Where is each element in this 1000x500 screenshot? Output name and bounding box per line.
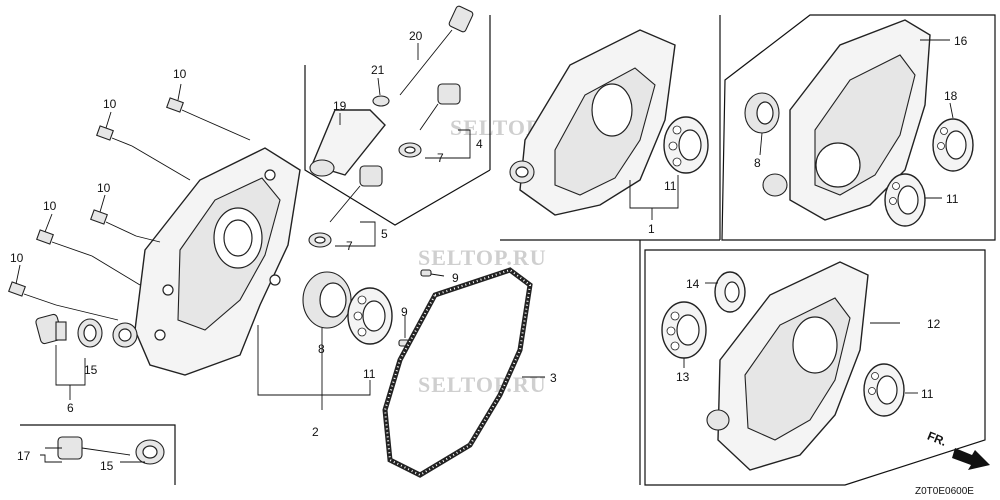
- callout-number: 9: [401, 305, 408, 319]
- callout-number: 13: [676, 370, 690, 384]
- watermark-text: SELTOP.RU: [418, 245, 547, 270]
- leader-lines: [15, 39, 954, 463]
- callout-number: 9: [452, 271, 459, 285]
- callout-number: 8: [318, 342, 325, 356]
- crankcase-cover-center: [509, 29, 676, 216]
- callout-number: 19: [333, 99, 347, 113]
- callout-number: 15: [100, 459, 114, 473]
- bearing-part: [714, 271, 746, 313]
- callout-number: 14: [686, 277, 700, 291]
- callout-number: 2: [312, 425, 319, 439]
- bearing-part: [347, 287, 393, 345]
- bearing-part: [663, 116, 709, 174]
- oil-cap-part: [419, 83, 461, 131]
- oil-level-gauge-part: [399, 5, 474, 96]
- bolt-part: [8, 281, 57, 306]
- crankcase-cover-lower-right: [706, 261, 869, 471]
- front-direction-arrow: FR.: [925, 429, 990, 470]
- dowel-pin-part: [420, 269, 432, 277]
- callout-number: 16: [954, 34, 968, 48]
- callout-number: 11: [363, 367, 376, 381]
- callout-number: 15: [84, 363, 98, 377]
- callout-number: 4: [476, 137, 483, 151]
- oil-seal-part: [302, 271, 352, 329]
- callout-number: 12: [927, 317, 941, 331]
- callout-number: 10: [43, 199, 57, 213]
- callout-number: 10: [173, 67, 187, 81]
- callout-number: 3: [550, 371, 557, 385]
- callout-number: 8: [754, 156, 761, 170]
- bolt-part: [90, 209, 137, 237]
- watermark-text: SELTOP.RU: [418, 372, 547, 397]
- frame-lines: [20, 14, 996, 486]
- callout-number: 7: [437, 151, 444, 165]
- direction-label: FR.: [925, 429, 948, 449]
- callout-labels: 10 10 10 10 10 20 21 19 7 4 5 7 9 9 3 2 …: [10, 29, 968, 473]
- o-ring-part: [398, 142, 422, 158]
- callout-number: 7: [346, 239, 353, 253]
- callout-number: 17: [17, 449, 31, 463]
- gasket-part: [382, 267, 533, 478]
- bearing-part: [863, 363, 905, 417]
- oil-filler-neck-part: [309, 109, 386, 177]
- bushing-part: [112, 322, 138, 348]
- bolt-part: [96, 125, 133, 147]
- o-ring-part: [135, 439, 165, 465]
- callout-number: 21: [371, 63, 385, 77]
- callout-number: 10: [103, 97, 117, 111]
- bolt-part: [166, 97, 201, 119]
- callout-number: 20: [409, 29, 423, 43]
- bearing-part: [884, 173, 926, 227]
- diagram-code: Z0T0E0600E: [915, 486, 974, 497]
- bolt-part: [36, 229, 93, 257]
- o-ring-part: [308, 232, 332, 248]
- bearing-part: [932, 118, 974, 172]
- o-ring-part: [372, 95, 390, 107]
- callout-number: 10: [97, 181, 111, 195]
- crankcase-cover-left: [134, 147, 301, 376]
- drain-plug-part: [57, 436, 131, 460]
- callout-number: 1: [648, 222, 655, 236]
- callout-number: 5: [381, 227, 388, 241]
- arrow-icon: [952, 448, 990, 470]
- drain-plug-part: [35, 313, 67, 345]
- o-ring-part: [77, 318, 103, 348]
- bearing-part: [661, 301, 707, 359]
- callout-number: 11: [664, 179, 677, 193]
- oil-seal-part: [744, 92, 780, 134]
- oil-cap-part: [329, 165, 383, 223]
- callout-number: 11: [921, 387, 934, 401]
- callout-number: 10: [10, 251, 24, 265]
- crankcase-cover-upper-right: [762, 19, 931, 221]
- callout-number: 11: [946, 192, 959, 206]
- callout-number: 18: [944, 89, 958, 103]
- callout-number: 6: [67, 401, 74, 415]
